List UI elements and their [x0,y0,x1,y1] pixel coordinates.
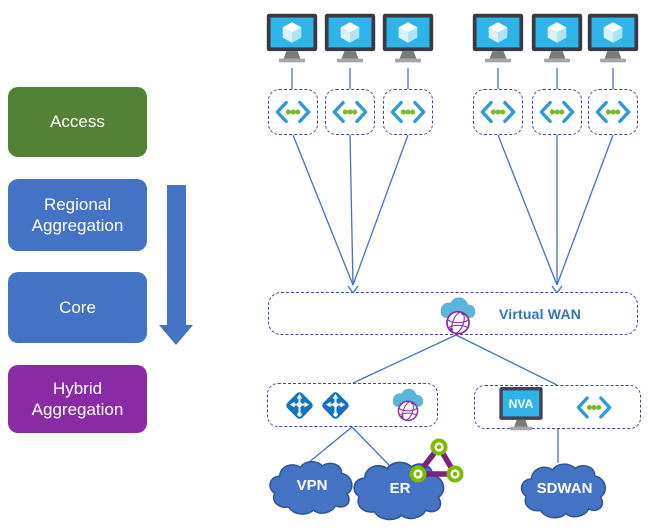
vm-icon [264,11,320,67]
virtual-wan-box: Virtual WAN [268,292,638,335]
virtual-wan-icon [435,294,481,338]
vm-icon [322,11,378,67]
virtual-wan-icon [388,386,428,424]
legend-core-label: Core [59,297,96,317]
hub-gateways-box [267,383,438,427]
peering-triangle-icon [402,436,464,488]
vm-icon [380,11,436,67]
vnet-box [588,89,638,135]
vpn-cloud-label: VPN [296,476,328,494]
virtual-network-icon [537,99,577,125]
vnet-box [473,89,523,135]
hub-nva-box: NVA [474,385,641,432]
flow-down-arrow-head [159,325,193,345]
legend-regional-aggregation: Regional Aggregation [8,179,147,251]
legend-access: Access [8,87,147,157]
gateway-icon [282,388,317,423]
cloud-shape [520,463,607,519]
vm-icon [585,11,641,67]
virtual-network-icon [571,395,617,420]
vnet-box [325,89,375,135]
legend-regional-aggregation-label: Regional Aggregation [31,194,124,235]
vnet-box [268,89,318,135]
cloud-shape [269,461,353,515]
vpn-cloud: VPN [268,456,356,520]
virtual-network-icon [273,99,313,125]
vm-icon [470,11,526,67]
virtual-network-icon [330,99,370,125]
virtual-network-icon [593,99,633,125]
flow-down-arrow-shaft [167,185,186,326]
gateway-icon [318,388,353,423]
sdwan-cloud: SDWAN [517,461,612,521]
nva-monitor-icon: NVA [495,387,547,432]
legend-core: Core [8,272,147,343]
legend-hybrid-aggregation: Hybrid Aggregation [8,365,147,433]
vnet-box [383,89,433,135]
sdwan-cloud-label: SDWAN [536,479,593,497]
vm-icon [529,11,585,67]
virtual-network-icon [478,99,518,125]
nva-label: NVA [509,397,534,411]
vnet-box [532,89,582,135]
legend-access-label: Access [50,112,105,132]
legend-hybrid-aggregation-label: Hybrid Aggregation [31,378,124,419]
er-cloud-label: ER [389,479,411,497]
virtual-network-icon [388,99,428,125]
virtual-wan-label: Virtual WAN [499,305,582,322]
